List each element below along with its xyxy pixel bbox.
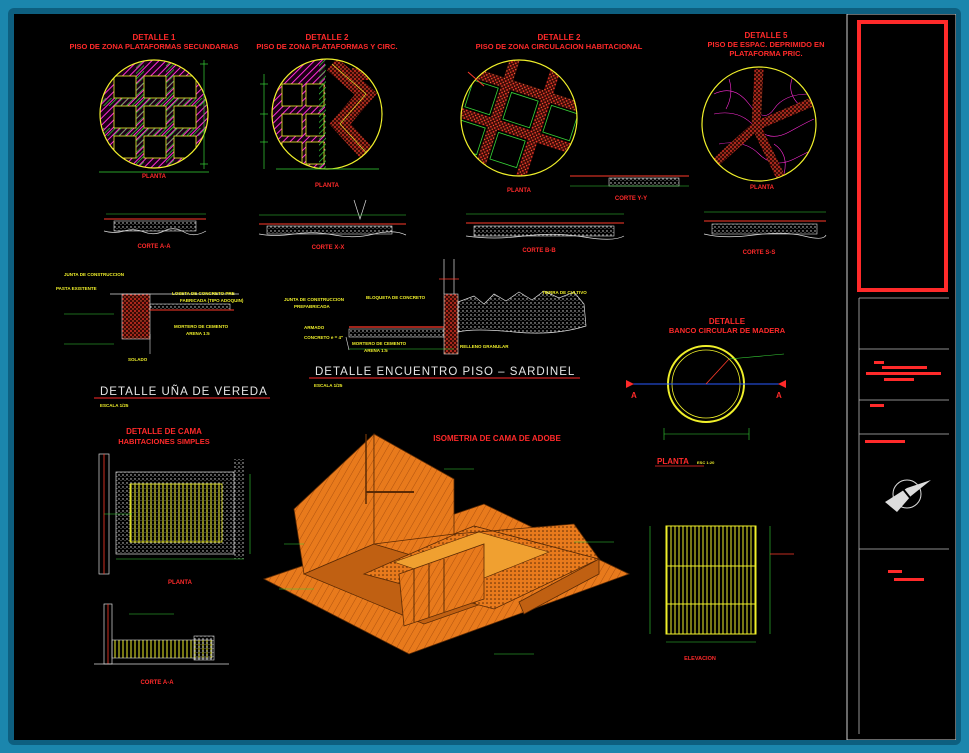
banco-title: DETALLE — [709, 317, 746, 326]
enc-note-concreto: CONCRETO e = 4" — [304, 335, 343, 340]
enc-note-prefab: PREFABRICADA — [294, 304, 331, 309]
detail-5-section-label: CORTE S-S — [743, 250, 776, 256]
detail-2b-plan-label: PLANTA — [507, 188, 532, 194]
una-note-junta: JUNTA DE CONSTRUCCION — [64, 272, 124, 277]
encuentro-title: DETALLE ENCUENTRO PISO – SARDINEL — [315, 366, 575, 378]
detail-5: DETALLE 5 PISO DE ESPAC. DEPRIMIDO EN PL… — [701, 31, 827, 256]
enc-note-bloqueta: BLOQUETA DE CONCRETO — [366, 295, 426, 300]
banco-subtitle: BANCO CIRCULAR DE MADERA — [669, 326, 786, 335]
detail-2a: DETALLE 2 PISO DE ZONA PLATAFORMAS Y CIR… — [256, 33, 407, 251]
detail-5-subtitle: PISO DE ESPAC. DEPRIMIDO EN — [708, 40, 825, 49]
detail-2a-section-label: CORTE X-X — [312, 245, 345, 251]
detail-isometria: ISOMETRIA DE CAMA DE ADOBE — [262, 433, 631, 655]
detail-elevacion: ELEVACION — [649, 525, 794, 662]
detail-2a-plan-label: PLANTA — [315, 183, 340, 189]
una-note-loseta-tipo: FABRICADA (TIPO ADOQUIN) — [180, 298, 244, 303]
detail-1: DETALLE 1 PISO DE ZONA PLATAFORMAS SECUN… — [69, 33, 238, 250]
isometria-title: ISOMETRIA DE CAMA DE ADOBE — [433, 434, 561, 443]
una-note-pasta: PASTA EXISTENTE — [56, 286, 97, 291]
banco-cut-right: A — [776, 391, 782, 400]
detail-5-subtitle-2: PLATAFORMA PRIC. — [729, 49, 802, 58]
detail-2b-cut-y: CORTE Y-Y — [570, 175, 689, 202]
drawing-sheet: DETALLE 1 PISO DE ZONA PLATAFORMAS SECUN… — [14, 14, 956, 740]
detail-2b-cut-label: CORTE Y-Y — [615, 196, 647, 202]
cama-title: DETALLE DE CAMA — [126, 427, 202, 436]
detail-2a-title: DETALLE 2 — [306, 33, 350, 42]
detail-2b-subtitle: PISO DE ZONA CIRCULACION HABITACIONAL — [476, 42, 643, 51]
detail-2a-subtitle: PISO DE ZONA PLATAFORMAS Y CIRC. — [256, 42, 397, 51]
enc-note-armado: ARMADO — [304, 325, 325, 330]
encuentro-scale: ESCALA 1/25 — [314, 383, 343, 388]
detail-1-plan-label: PLANTA — [142, 174, 167, 180]
banco-plan-label: PLANTA — [657, 457, 689, 466]
cama-plan-label: PLANTA — [168, 580, 193, 586]
enc-note-junta: JUNTA DE CONSTRUCCION — [284, 297, 344, 302]
una-vereda-title: DETALLE UÑA DE VEREDA — [100, 385, 268, 398]
detail-banco: DETALLE BANCO CIRCULAR DE MADERA A A PLA… — [626, 317, 786, 467]
una-note-mortero: MORTERO DE CEMENTO — [174, 324, 229, 329]
detail-2a-section: CORTE X-X — [258, 199, 407, 251]
detail-2b-title: DETALLE 2 — [538, 33, 582, 42]
cama-section-label: CORTE A-A — [140, 680, 174, 686]
detail-2b-section: CORTE B-B — [465, 213, 625, 254]
detail-2b-section-label: CORTE B-B — [522, 248, 556, 254]
una-vereda-scale: ESCALA 1/25 — [100, 403, 129, 408]
detail-1-section-label: CORTE A-A — [137, 244, 171, 250]
detail-5-title: DETALLE 5 — [745, 31, 789, 40]
detail-1-title: DETALLE 1 — [133, 33, 177, 42]
title-block — [846, 14, 956, 740]
una-note-solado: SOLADO — [128, 357, 148, 362]
cad-drawing: DETALLE 1 PISO DE ZONA PLATAFORMAS SECUN… — [56, 14, 956, 740]
banco-cut-left: A — [631, 391, 637, 400]
detail-cama: DETALLE DE CAMA HABITACIONES SIMPLES PLA… — [94, 427, 251, 686]
una-note-loseta: LOSETA DE CONCRETO PRE — [172, 291, 235, 296]
enc-note-arena: ARENA 1:5 — [364, 348, 388, 353]
enc-note-tierra: TIERRA DE CULTIVO — [542, 290, 587, 295]
cama-subtitle: HABITACIONES SIMPLES — [118, 437, 210, 446]
detail-1-subtitle: PISO DE ZONA PLATAFORMAS SECUNDARIAS — [69, 42, 238, 51]
detail-encuentro: JUNTA DE CONSTRUCCION PREFABRICADA BLOQU… — [284, 259, 587, 388]
enc-note-mortero: MORTERO DE CEMENTO — [352, 341, 407, 346]
enc-note-relleno: RELLENO GRANULAR — [460, 344, 509, 349]
detail-1-section: CORTE A-A — [103, 213, 207, 250]
banco-plan-scale: ESC 1:20 — [697, 460, 715, 465]
una-note-arena: ARENA 1:5 — [186, 331, 210, 336]
elevacion-label: ELEVACION — [684, 656, 716, 662]
detail-2b: DETALLE 2 PISO DE ZONA CIRCULACION HABIT… — [460, 33, 689, 254]
compass-logo-icon — [885, 479, 931, 512]
detail-5-section: CORTE S-S — [703, 211, 827, 256]
detail-una-vereda: JUNTA DE CONSTRUCCION PASTA EXISTENTE LO… — [56, 272, 270, 408]
detail-5-plan-label: PLANTA — [750, 185, 775, 191]
